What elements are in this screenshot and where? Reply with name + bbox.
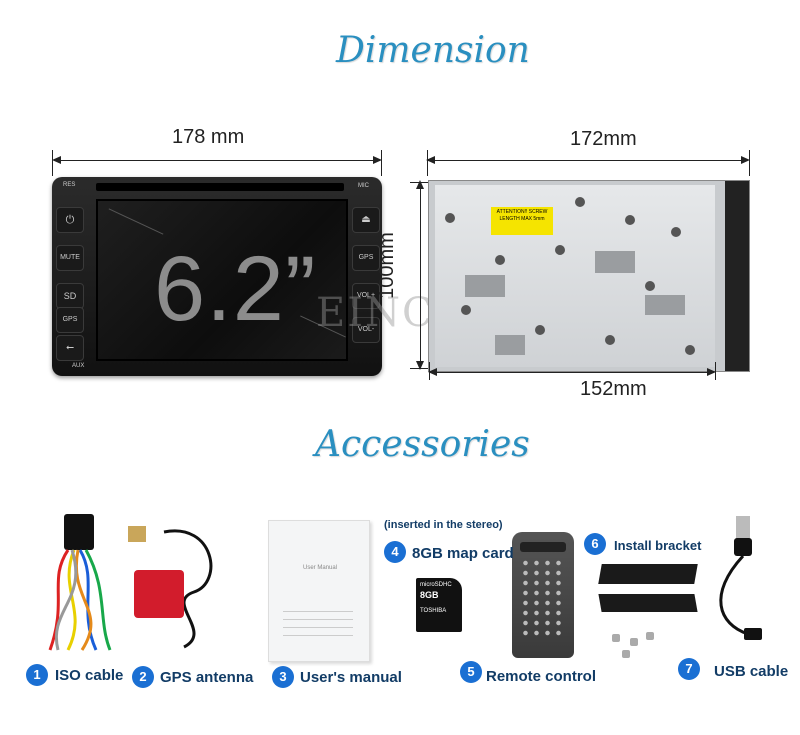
volume-up-button[interactable]: VOL+ xyxy=(352,283,380,309)
chassis-side-view: ATTENTION!! SCREW LENGTH MAX 5mm xyxy=(428,180,750,372)
badge-1: 1 xyxy=(26,664,48,686)
screw-warning-label: ATTENTION!! SCREW LENGTH MAX 5mm xyxy=(491,207,553,235)
side-width-label: 172mm xyxy=(570,128,637,150)
install-bracket-image xyxy=(596,560,700,660)
dimension-heading: Dimension xyxy=(336,30,530,71)
front-width-arrow xyxy=(52,156,382,164)
disc-slot xyxy=(96,183,344,191)
eject-button[interactable]: ⏏ xyxy=(352,207,380,233)
gps-antenna-image xyxy=(128,526,213,649)
stereo-front-view: RES MIC ⏻ MUTE SD GPS ⭠ AUX ⏏ GPS VOL+ V… xyxy=(52,177,382,376)
side-height-label: 100mm xyxy=(375,232,398,299)
iso-cable-image xyxy=(48,514,112,651)
usb-port-icon: ⭠ xyxy=(56,335,84,361)
sd-card-note: (inserted in the stereo) xyxy=(384,519,503,531)
sd-card-brand: TOSHIBA xyxy=(420,608,447,614)
gps-card-button[interactable]: GPS xyxy=(56,307,84,333)
side-bracket xyxy=(725,181,749,371)
accessory-label-usb-cable: USB cable xyxy=(714,663,789,680)
manual-title: User Manual xyxy=(303,565,338,571)
badge-5: 5 xyxy=(460,661,482,683)
accessory-label-remote-control: Remote control xyxy=(486,668,597,685)
remote-control-image xyxy=(512,532,574,658)
res-label: RES xyxy=(63,182,76,188)
badge-7: 7 xyxy=(678,658,700,680)
accessory-label-users-manual: User's manual xyxy=(300,669,402,686)
front-width-label: 178 mm xyxy=(172,126,245,148)
sd-card-type: microSDHC xyxy=(420,582,452,588)
aux-label: AUX xyxy=(72,363,85,369)
sd-slot-icon: SD xyxy=(56,283,84,309)
mute-button[interactable]: MUTE xyxy=(56,245,84,271)
sd-card-image: microSDHC 8GB TOSHIBA xyxy=(416,578,462,632)
volume-down-button[interactable]: VOL- xyxy=(352,317,380,343)
side-depth-arrow xyxy=(428,368,716,376)
side-depth-label: 152mm xyxy=(580,378,647,400)
stereo-screen xyxy=(96,199,348,361)
user-manual-image: User Manual xyxy=(268,520,370,662)
gps-button[interactable]: GPS xyxy=(352,245,380,271)
mic-label: MIC xyxy=(358,183,369,189)
badge-3: 3 xyxy=(272,666,294,688)
usb-cable-image xyxy=(719,516,762,640)
side-width-arrow xyxy=(426,156,750,164)
accessory-label-iso-cable: ISO cable xyxy=(55,667,124,684)
sd-card-capacity: 8GB xyxy=(420,590,439,600)
badge-2: 2 xyxy=(132,666,154,688)
badge-6: 6 xyxy=(584,533,606,555)
side-height-arrow xyxy=(416,180,424,370)
accessory-label-map-card: 8GB map card xyxy=(412,545,514,562)
accessories-heading: Accessories xyxy=(315,424,530,465)
badge-4: 4 xyxy=(384,541,406,563)
accessory-label-install-bracket: Install bracket xyxy=(614,538,702,553)
accessory-label-gps-antenna: GPS antenna xyxy=(160,669,254,686)
power-button[interactable]: ⏻ xyxy=(56,207,84,233)
screen-size-text: 6.2” xyxy=(154,238,317,340)
